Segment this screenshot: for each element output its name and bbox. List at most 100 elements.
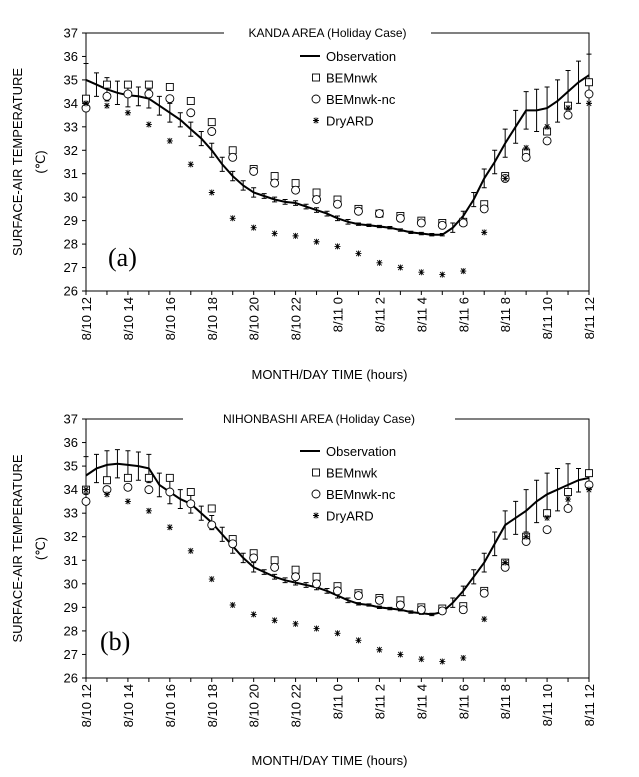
- error-bar: [345, 218, 351, 225]
- data-point: [565, 105, 572, 112]
- legend-item: DryARD: [313, 114, 374, 129]
- data-point: [334, 243, 341, 250]
- legend-swatch-marker: [311, 94, 321, 104]
- data-point: [228, 146, 237, 155]
- data-point: [523, 533, 530, 540]
- data-point: [228, 152, 238, 162]
- x-tick-label: 8/11 4: [414, 684, 429, 719]
- data-point: [397, 651, 404, 658]
- data-point: [228, 539, 238, 549]
- error-bar: [376, 605, 382, 610]
- data-point: [123, 89, 133, 99]
- y-tick-label: 31: [64, 553, 78, 568]
- chart-title: NIHONBASHI AREA (Holiday Case): [223, 412, 415, 426]
- x-tick-label: 8/10 18: [205, 684, 220, 727]
- legend-label: DryARD: [326, 114, 374, 129]
- x-tick-label: 8/10 16: [163, 684, 178, 727]
- error-bar: [219, 156, 225, 172]
- error-bar: [303, 582, 309, 588]
- y-axis-label: SURFACE-AIR TEMPERATURE: [10, 68, 25, 256]
- error-bar: [135, 451, 141, 481]
- data-point: [376, 259, 383, 266]
- y-tick-label: 34: [64, 482, 78, 497]
- y-tick-label: 28: [64, 237, 78, 252]
- data-point: [291, 185, 301, 195]
- x-tick-label: 8/11 6: [456, 297, 471, 332]
- data-point: [165, 473, 174, 482]
- x-tick-label: 8/11 8: [498, 297, 513, 332]
- y-tick-label: 30: [64, 576, 78, 591]
- data-point: [270, 172, 279, 181]
- chart-title-backing: [183, 411, 455, 425]
- data-point: [585, 78, 593, 87]
- data-point: [418, 269, 425, 276]
- error-bar: [555, 467, 561, 512]
- error-bar: [335, 215, 340, 222]
- y-tick-label: 32: [64, 143, 78, 158]
- error-bar: [429, 612, 435, 617]
- legend-label: BEMnwk: [326, 466, 378, 481]
- data-point: [460, 268, 467, 275]
- legend-item: BEMnwk: [312, 466, 378, 481]
- legend-swatch-marker: [313, 117, 319, 124]
- legend-label: Observation: [326, 49, 396, 64]
- data-point: [103, 102, 110, 109]
- x-tick-label: 8/11 2: [372, 684, 387, 719]
- data-point: [481, 616, 488, 623]
- error-bar: [114, 80, 120, 106]
- y-tick-label: 31: [64, 166, 78, 181]
- y-tick-label: 29: [64, 213, 78, 228]
- data-point: [123, 80, 132, 89]
- error-bar: [261, 569, 267, 575]
- error-bar: [93, 453, 99, 484]
- data-point: [165, 487, 175, 497]
- data-point: [563, 110, 573, 120]
- error-bar: [324, 210, 330, 217]
- error-bar: [366, 603, 372, 607]
- error-bar: [156, 472, 162, 498]
- data-point: [395, 600, 405, 610]
- data-point: [481, 229, 488, 236]
- error-bar: [240, 552, 246, 564]
- error-bar: [492, 531, 498, 557]
- legend-box: [298, 43, 432, 146]
- error-bar: [282, 199, 288, 205]
- x-tick-label: 8/10 20: [247, 297, 262, 340]
- legend-item: BEMnwk: [312, 71, 378, 86]
- panel-label: (b): [100, 627, 130, 656]
- error-bar: [198, 505, 204, 521]
- error-bar: [135, 86, 141, 107]
- error-bar: [408, 230, 414, 235]
- error-bar: [439, 233, 445, 237]
- legend-label: BEMnwk-nc: [326, 92, 396, 107]
- x-axis-label: MONTH/DAY TIME (hours): [251, 753, 407, 768]
- data-point: [334, 630, 341, 637]
- data-point: [144, 473, 153, 482]
- series-observation: [83, 53, 592, 237]
- y-tick-label: 36: [64, 435, 78, 450]
- data-point: [479, 204, 489, 214]
- data-point: [586, 100, 592, 107]
- data-point: [585, 469, 593, 478]
- error-bar: [450, 222, 456, 233]
- error-bar: [355, 602, 361, 606]
- x-tick-label: 8/10 20: [247, 684, 262, 727]
- data-point: [166, 137, 173, 144]
- data-point: [83, 100, 89, 107]
- error-bar: [408, 610, 414, 614]
- error-bar: [555, 79, 561, 123]
- data-point: [145, 507, 152, 514]
- error-bar: [523, 91, 529, 130]
- y-axis-unit-label: (℃): [33, 150, 48, 173]
- y-tick-label: 32: [64, 529, 78, 544]
- error-bar: [355, 222, 361, 226]
- y-tick-label: 29: [64, 600, 78, 615]
- error-bar: [366, 223, 372, 227]
- data-point: [564, 488, 572, 496]
- y-tick-label: 27: [64, 260, 78, 275]
- data-point: [355, 637, 362, 644]
- data-point: [439, 271, 446, 278]
- data-point: [313, 238, 320, 245]
- data-point: [458, 218, 468, 228]
